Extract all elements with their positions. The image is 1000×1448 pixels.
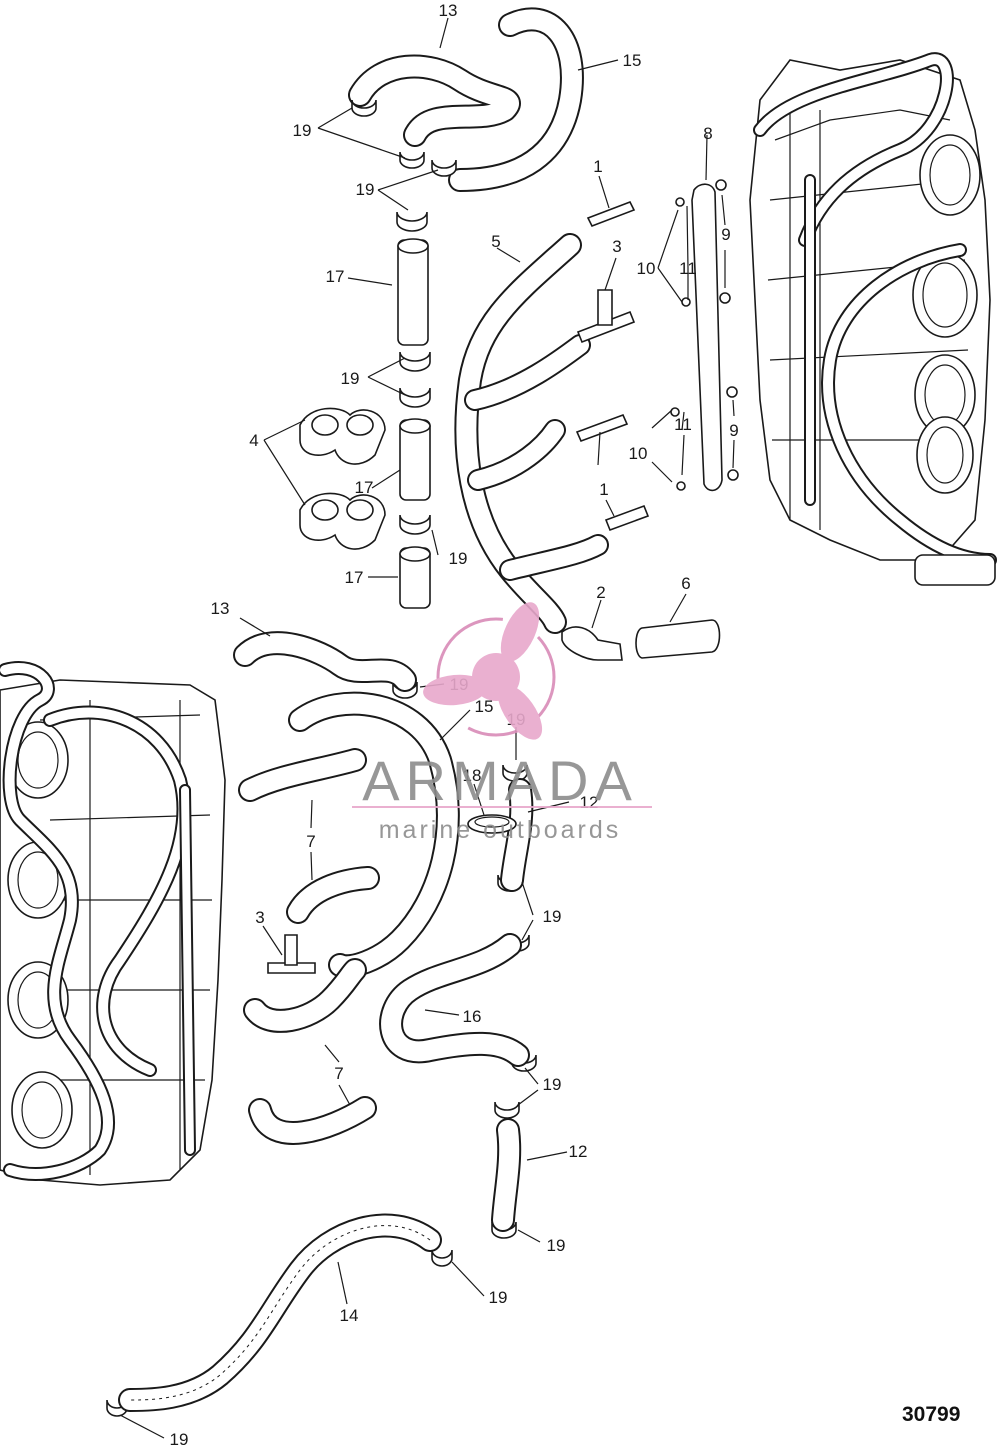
callout-labels: 13 15 19 19 17 19 4 17 19 17 5 1 3 1 8 1…	[170, 1, 739, 1448]
hose-5	[454, 233, 609, 634]
callout-5: 5	[491, 232, 500, 251]
callout-8: 8	[703, 124, 712, 143]
hose-15-lower	[288, 691, 460, 979]
callout-17-c: 17	[345, 568, 364, 587]
armada-watermark: ARMADA marine outboards	[352, 602, 652, 844]
hose-12-set	[467, 778, 534, 1232]
callout-18: 18	[463, 766, 482, 785]
callout-4: 4	[249, 431, 258, 450]
callout-17-b: 17	[355, 478, 374, 497]
callout-19-c: 19	[341, 369, 360, 388]
leader-lines	[119, 17, 735, 1439]
callout-13-upper: 13	[439, 1, 458, 20]
callout-2: 2	[596, 583, 605, 602]
callout-13-lower: 13	[211, 599, 230, 618]
callout-11-a: 11	[679, 259, 697, 278]
callout-16: 16	[463, 1007, 482, 1026]
callout-11-b: 11	[674, 415, 692, 434]
callout-14: 14	[340, 1306, 359, 1325]
hose-14-braided	[118, 1213, 442, 1412]
hose-17-set	[397, 238, 431, 609]
engine-block-right	[749, 52, 997, 586]
callout-1-b: 1	[599, 480, 608, 499]
callout-17-a: 17	[326, 267, 345, 286]
callout-6: 6	[681, 574, 690, 593]
callout-19-k: 19	[170, 1430, 189, 1448]
bracket-4-set	[299, 407, 386, 550]
watermark-brand: ARMADA	[362, 749, 638, 812]
callout-19-d: 19	[449, 549, 468, 568]
callout-7-b: 7	[334, 1064, 343, 1083]
callout-10-b: 10	[629, 444, 648, 463]
callout-15-lower: 15	[475, 697, 494, 716]
engine-block-left	[0, 661, 226, 1186]
callout-19-j: 19	[489, 1288, 508, 1307]
callout-9-a: 9	[721, 225, 730, 244]
callout-10-a: 10	[637, 259, 656, 278]
hose-7-set	[238, 748, 380, 1145]
clamp-19-set	[106, 99, 537, 1417]
fittings-1-3	[267, 200, 650, 974]
callout-19-b: 19	[356, 180, 375, 199]
hose-13-lower	[233, 631, 417, 692]
hose-15-upper	[448, 7, 584, 192]
callout-3-b: 3	[255, 908, 264, 927]
callout-19-h: 19	[543, 1075, 562, 1094]
callout-7-a: 7	[306, 832, 315, 851]
callout-15-upper: 15	[623, 51, 642, 70]
plate-8-fasteners	[670, 179, 739, 492]
callout-3-a: 3	[612, 237, 621, 256]
diagram-reference-number: 30799	[902, 1403, 960, 1426]
hose-13-upper	[348, 54, 521, 147]
elbow-2-hose-6	[561, 619, 721, 661]
callout-19-i: 19	[547, 1236, 566, 1255]
callout-19-g: 19	[543, 907, 562, 926]
hose-16	[379, 933, 530, 1067]
callout-12-b: 12	[569, 1142, 588, 1161]
callout-9-b: 9	[729, 421, 738, 440]
propeller-logo-icon	[423, 602, 556, 740]
watermark-tagline: marine outboards	[379, 816, 622, 844]
callout-1-a: 1	[593, 157, 602, 176]
callout-19-a: 19	[293, 121, 312, 140]
